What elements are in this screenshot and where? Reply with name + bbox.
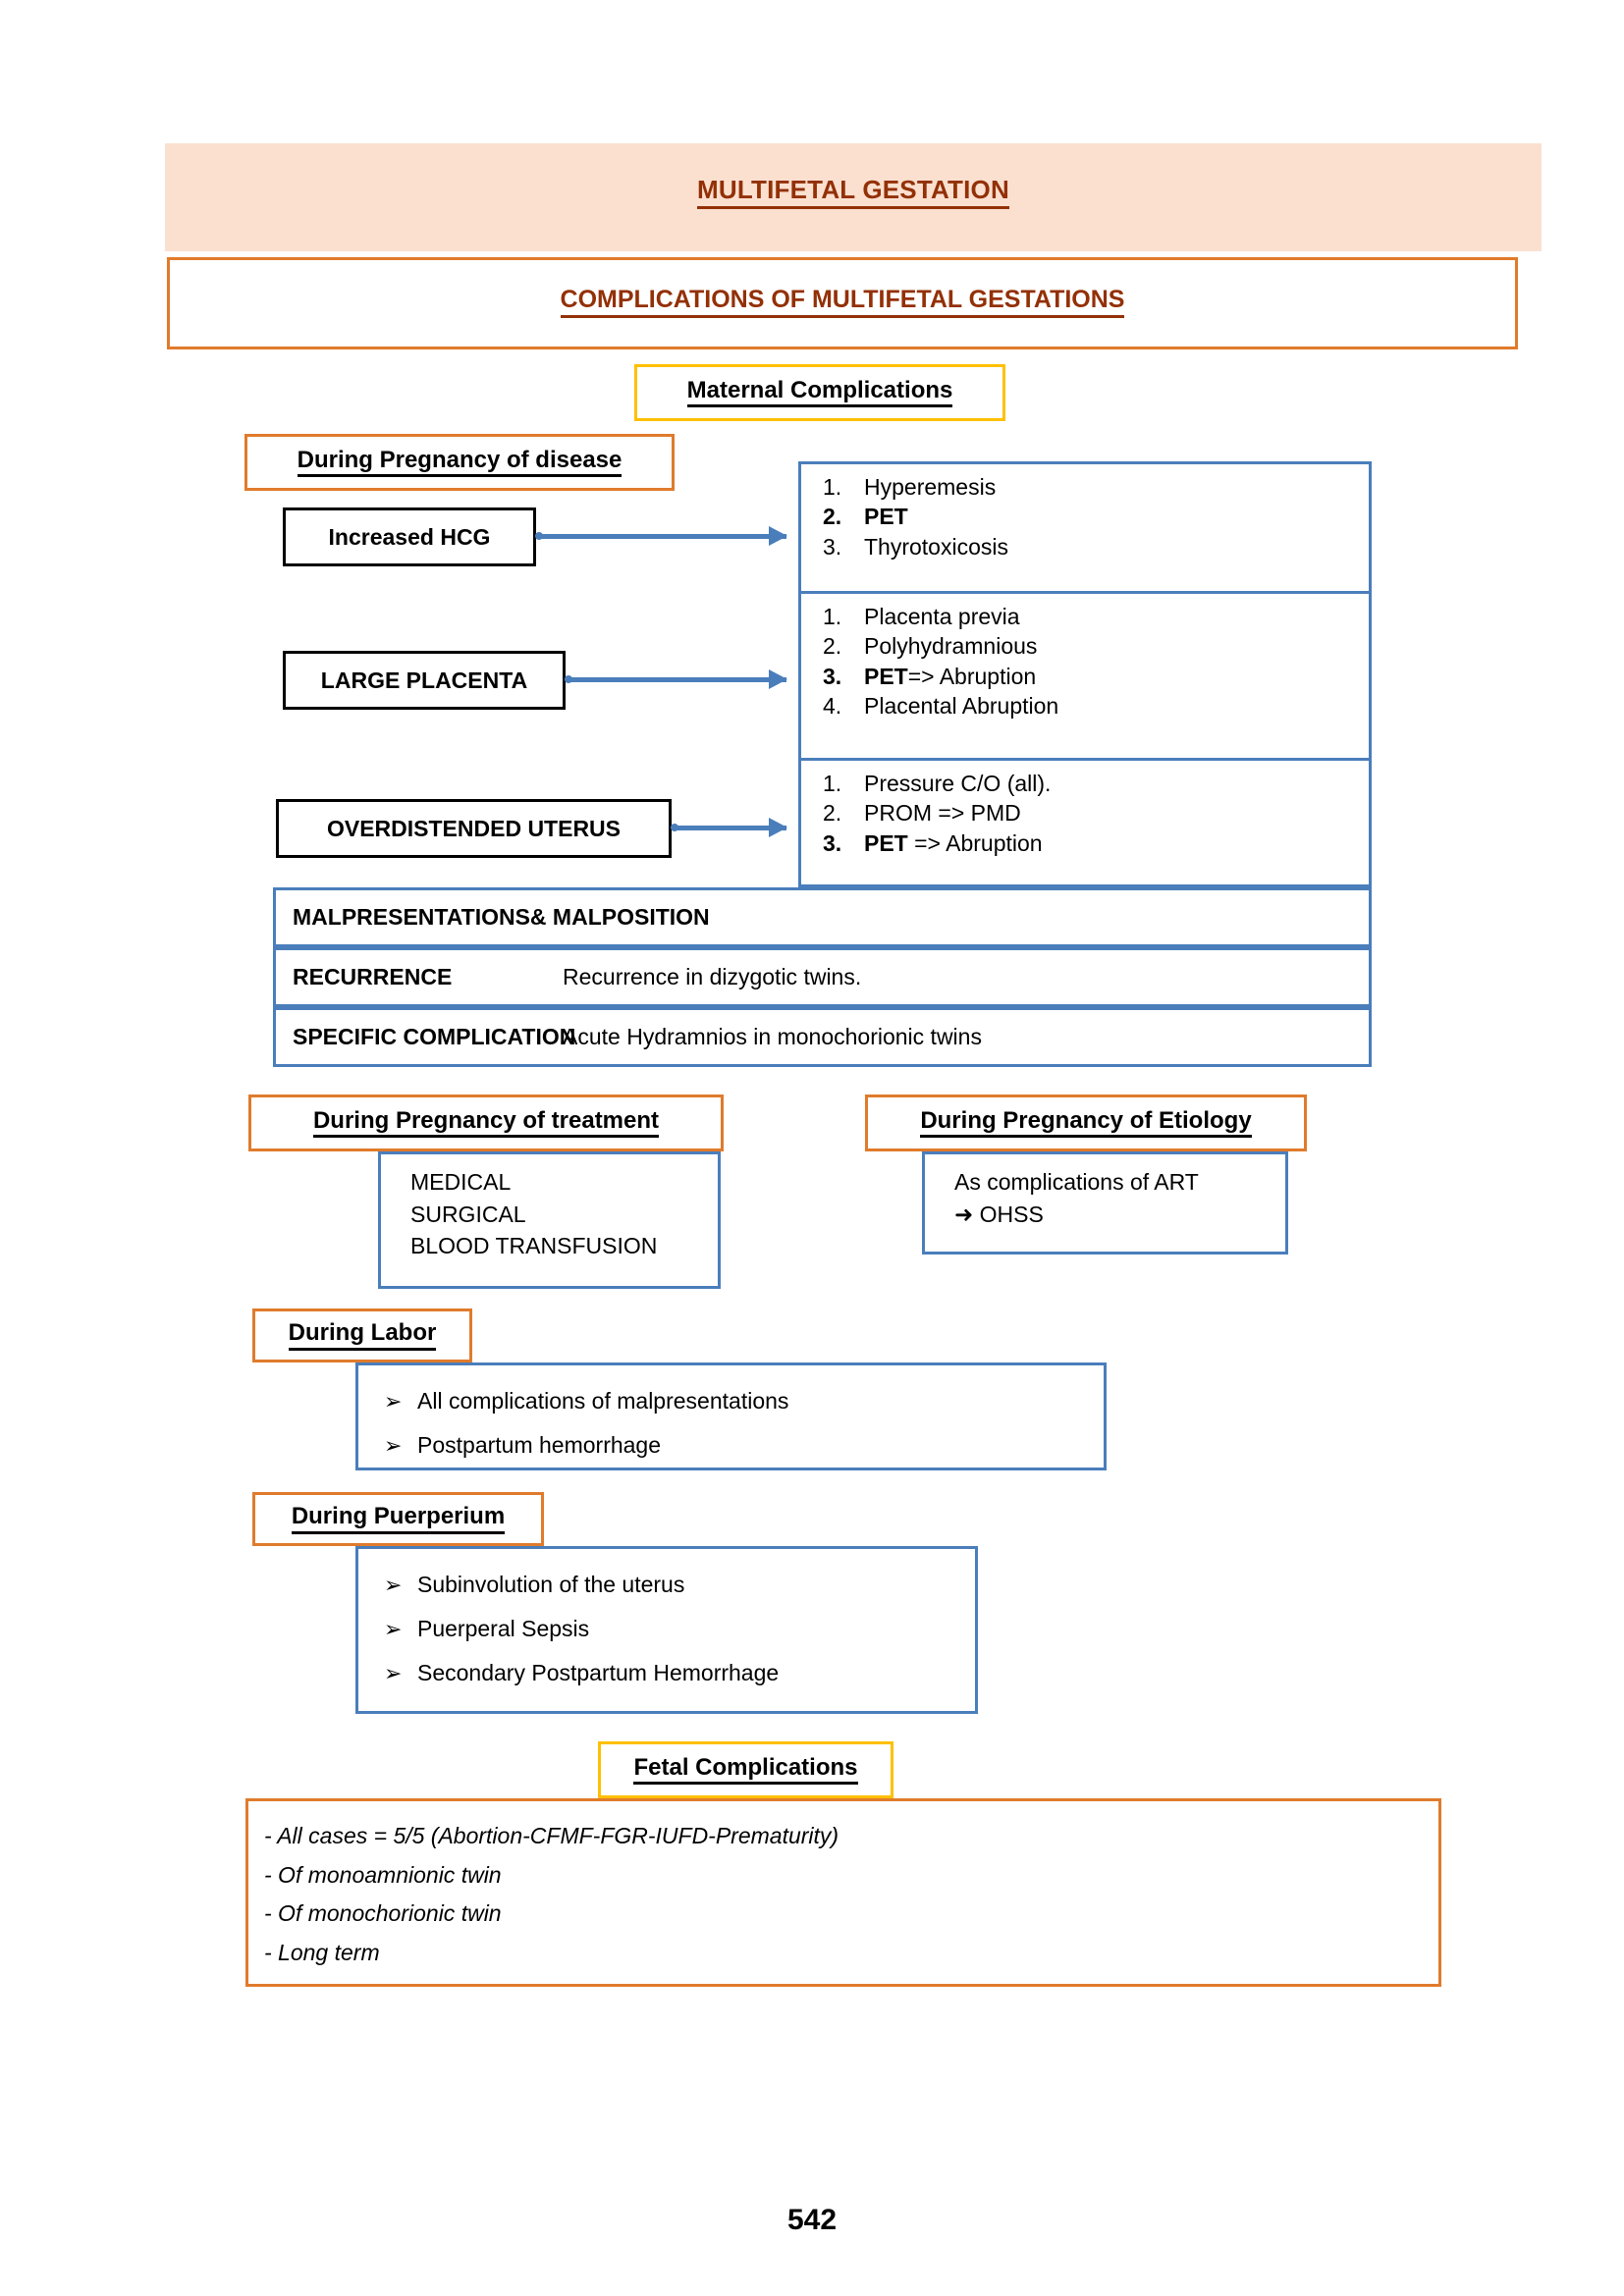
row-recurrence: RECURRENCE Recurrence in dizygotic twins… [273, 947, 1372, 1007]
list-item: SURGICAL [410, 1201, 526, 1227]
list-item-label: Secondary Postpartum Hemorrhage [417, 1659, 780, 1685]
arrow-bullet-icon: ➢ [384, 1573, 403, 1597]
subtitle: COMPLICATIONS OF MULTIFETAL GESTATIONS [167, 286, 1518, 318]
list-item: MEDICAL [410, 1169, 512, 1195]
row-specific-complication: SPECIFIC COMPLICATION Acute Hydramnios i… [273, 1007, 1372, 1067]
placenta-effects-list: 1.Placenta previa 2.Polyhydramnious 3.PE… [801, 594, 1369, 728]
treatment-items-box: MEDICAL SURGICAL BLOOD TRANSFUSION [378, 1151, 721, 1289]
list-item: - Of monochorionic twin [264, 1900, 502, 1927]
puerperium-items-box: ➢ Subinvolution of the uterus ➢ Puerpera… [355, 1546, 978, 1714]
during-pregnancy-etiology-text: During Pregnancy of Etiology [920, 1107, 1252, 1139]
page-title-text: MULTIFETAL GESTATION [697, 175, 1009, 209]
page-number: 542 [786, 2204, 838, 2236]
list-item: - Long term [264, 1939, 380, 1965]
list-item: As complications of ART [954, 1169, 1199, 1195]
list-item: ➢ Subinvolution of the uterus [384, 1563, 975, 1607]
list-item: BLOOD TRANSFUSION [410, 1233, 658, 1259]
fetal-complications-label: Fetal Complications [598, 1741, 893, 1798]
list-item: 4.Placental Abruption [823, 693, 1059, 720]
during-puerperium-text: During Puerperium [291, 1503, 506, 1534]
row-term: MALPRESENTATIONS& MALPOSITION [293, 904, 710, 930]
list-item: ➢ All complications of malpresentations [384, 1379, 1104, 1423]
list-item: 3.Thyrotoxicosis [823, 533, 1008, 560]
cause-large-placenta: LARGE PLACENTA [283, 651, 566, 710]
table-row [273, 947, 1372, 1007]
maternal-complications-text: Maternal Complications [686, 377, 953, 408]
etiology-items-box: As complications of ART ➜ OHSS [922, 1151, 1288, 1255]
during-labor-text: During Labor [288, 1319, 437, 1351]
uterus-effects-list: 1.Pressure C/O (all). 2.PROM => PMD 3.PE… [801, 761, 1369, 866]
labor-items-list: ➢ All complications of malpresentations … [358, 1365, 1104, 1479]
list-item: ➢ Secondary Postpartum Hemorrhage [384, 1651, 975, 1695]
list-item: ➢ Puerperal Sepsis [384, 1607, 975, 1651]
placenta-effects-box: 1.Placenta previa 2.Polyhydramnious 3.PE… [798, 591, 1372, 758]
arrow-bullet-icon: ➢ [384, 1616, 403, 1641]
during-pregnancy-treatment-text: During Pregnancy of treatment [312, 1107, 660, 1139]
page-title: MULTIFETAL GESTATION [165, 175, 1542, 209]
list-item: 2.PET [823, 504, 908, 530]
subtitle-box [167, 257, 1518, 349]
list-item: 2.Polyhydramnious [823, 633, 1038, 660]
during-pregnancy-disease-label: During Pregnancy of disease [244, 434, 675, 491]
treatment-items-list: MEDICAL SURGICAL BLOOD TRANSFUSION [381, 1154, 718, 1274]
cause-overdistended-uterus-text: OVERDISTENDED UTERUS [326, 815, 622, 841]
list-item: 1.Pressure C/O (all). [823, 771, 1052, 796]
cause-increased-hcg-text: Increased HCG [328, 523, 491, 550]
cause-increased-hcg: Increased HCG [283, 507, 536, 566]
list-item-label: Puerperal Sepsis [417, 1615, 590, 1641]
fetal-items-list: - All cases = 5/5 (Abortion-CFMF-FGR-IUF… [248, 1801, 1438, 1986]
list-item: 1.Hyperemesis [823, 474, 997, 500]
connector-arrow-hcg [535, 526, 787, 546]
row-term: SPECIFIC COMPLICATION [293, 1024, 576, 1049]
during-puerperium-label: During Puerperium [252, 1492, 544, 1546]
list-item: ➢ Postpartum hemorrhage [384, 1423, 1104, 1468]
list-item-label: Subinvolution of the uterus [417, 1572, 685, 1597]
list-item: ➜ OHSS [954, 1201, 1044, 1227]
table-row [273, 1007, 1372, 1067]
subtitle-text: COMPLICATIONS OF MULTIFETAL GESTATIONS [560, 286, 1125, 318]
arrow-bullet-icon: ➢ [384, 1660, 403, 1685]
row-desc: Acute Hydramnios in monochorionic twins [563, 1024, 982, 1049]
during-pregnancy-etiology-label: During Pregnancy of Etiology [865, 1095, 1307, 1151]
arrow-bullet-icon: ➢ [384, 1432, 403, 1458]
header-band [165, 143, 1542, 251]
list-item: 1.Placenta previa [823, 604, 1020, 629]
fetal-complications-text: Fetal Complications [633, 1754, 858, 1786]
hcg-effects-list: 1.Hyperemesis 2.PET 3.Thyrotoxicosis [801, 464, 1369, 569]
cause-overdistended-uterus: OVERDISTENDED UTERUS [276, 799, 672, 858]
connector-arrow-placenta [565, 669, 787, 689]
cause-large-placenta-text: LARGE PLACENTA [320, 667, 528, 693]
labor-items-box: ➢ All complications of malpresentations … [355, 1362, 1107, 1470]
row-desc: Recurrence in dizygotic twins. [563, 964, 862, 989]
list-item: 2.PROM => PMD [823, 800, 1021, 827]
fetal-complications-box: - All cases = 5/5 (Abortion-CFMF-FGR-IUF… [245, 1798, 1441, 1987]
uterus-effects-box: 1.Pressure C/O (all). 2.PROM => PMD 3.PE… [798, 758, 1372, 887]
list-item: 3.PET=> Abruption [823, 663, 1037, 689]
connector-arrow-uterus [671, 818, 787, 837]
list-item-label: Postpartum hemorrhage [417, 1431, 662, 1458]
puerperium-items-list: ➢ Subinvolution of the uterus ➢ Puerpera… [358, 1549, 975, 1707]
list-item: - All cases = 5/5 (Abortion-CFMF-FGR-IUF… [264, 1823, 839, 1848]
list-item: 3.PET => Abruption [823, 829, 1043, 856]
maternal-complications-label: Maternal Complications [634, 364, 1005, 421]
hcg-effects-box: 1.Hyperemesis 2.PET 3.Thyrotoxicosis [798, 461, 1372, 591]
row-term: RECURRENCE [293, 964, 453, 989]
during-labor-label: During Labor [252, 1308, 472, 1362]
table-row [273, 887, 1372, 947]
arrow-bullet-icon: ➢ [384, 1389, 403, 1414]
row-malpresentations: MALPRESENTATIONS& MALPOSITION [273, 887, 1372, 947]
list-item-label: All complications of malpresentations [417, 1388, 789, 1414]
etiology-items-list: As complications of ART ➜ OHSS [925, 1154, 1285, 1242]
during-pregnancy-disease-text: During Pregnancy of disease [297, 447, 623, 478]
list-item: - Of monoamnionic twin [264, 1861, 502, 1888]
during-pregnancy-treatment-label: During Pregnancy of treatment [248, 1095, 724, 1151]
